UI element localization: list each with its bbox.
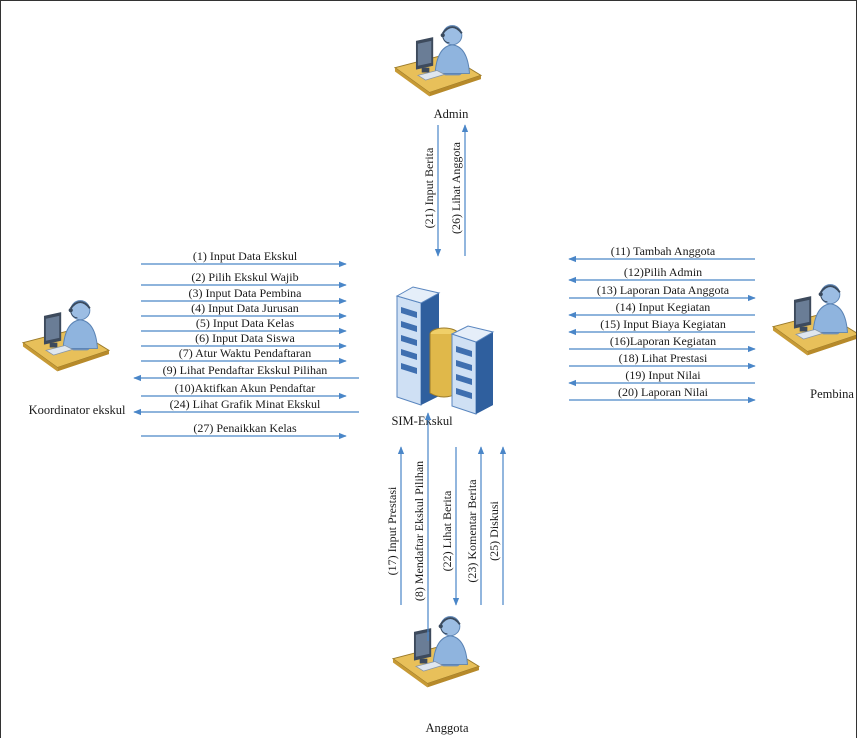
pembina-flow-5: (15) Input Biaya Kegiatan bbox=[568, 317, 755, 336]
system-label: SIM-Ekskul bbox=[391, 414, 453, 428]
pembina-flow-8: (19) Input Nilai bbox=[568, 368, 755, 387]
anggota-flow-label: (17) Input Prestasi bbox=[385, 486, 399, 575]
koordinator-flow-label: (10)Aktifkan Akun Pendaftar bbox=[175, 381, 316, 395]
pembina-flow-6: (16)Laporan Kegiatan bbox=[569, 334, 756, 353]
anggota-flow-label: (23) Komentar Berita bbox=[465, 479, 479, 583]
koordinator-flow-5: (5) Input Data Kelas bbox=[141, 316, 347, 335]
koordinator-flow-label: (27) Penaikkan Kelas bbox=[193, 421, 297, 435]
anggota-flow-label: (8) Mendaftar Ekskul Pilihan bbox=[412, 461, 426, 601]
server-database-icon bbox=[395, 286, 495, 415]
anggota-flow-3: (22) Lihat Berita bbox=[440, 447, 460, 606]
actor-koordinator-label: Koordinator ekskul bbox=[29, 403, 126, 417]
pembina-flow-4: (14) Input Kegiatan bbox=[568, 300, 755, 319]
koordinator-flow-4: (4) Input Data Jurusan bbox=[141, 301, 347, 320]
koordinator-flow-3: (3) Input Data Pembina bbox=[141, 286, 347, 305]
actor-pembina-label: Pembina bbox=[810, 387, 854, 401]
pembina-flow-label: (20) Laporan Nilai bbox=[618, 385, 709, 399]
koordinator-flow-2: (2) Pilih Ekskul Wajib bbox=[141, 270, 347, 289]
pembina-flow-7: (18) Lihat Prestasi bbox=[569, 351, 756, 370]
koordinator-flow-label: (2) Pilih Ekskul Wajib bbox=[191, 270, 298, 284]
admin-workstation-icon bbox=[393, 24, 482, 98]
koordinator-flow-11: (27) Penaikkan Kelas bbox=[141, 421, 347, 440]
koordinator-flow-label: (1) Input Data Ekskul bbox=[193, 249, 298, 263]
pembina-flow-3: (13) Laporan Data Anggota bbox=[569, 283, 756, 302]
actor-anggota-label: Anggota bbox=[425, 721, 469, 735]
koordinator-flow-1: (1) Input Data Ekskul bbox=[141, 249, 347, 268]
koordinator-flow-label: (24) Lihat Grafik Minat Ekskul bbox=[170, 397, 321, 411]
pembina-flow-label: (16)Laporan Kegiatan bbox=[610, 334, 716, 348]
anggota-flow-label: (25) Diskusi bbox=[487, 501, 501, 561]
anggota-flow-5: (25) Diskusi bbox=[487, 446, 507, 605]
koordinator-flow-7: (7) Atur Waktu Pendaftaran bbox=[141, 346, 347, 365]
admin-flow-1: (21) Input Berita bbox=[422, 125, 442, 257]
koordinator-flow-label: (9) Lihat Pendaftar Ekskul Pilihan bbox=[163, 363, 328, 377]
pembina-flow-label: (18) Lihat Prestasi bbox=[619, 351, 708, 365]
pembina-flow-label: (15) Input Biaya Kegiatan bbox=[600, 317, 726, 331]
koordinator-flow-label: (3) Input Data Pembina bbox=[189, 286, 303, 300]
pembina-flow-label: (14) Input Kegiatan bbox=[616, 300, 711, 314]
koordinator-flow-8: (9) Lihat Pendaftar Ekskul Pilihan bbox=[133, 363, 359, 382]
pembina-flow-label: (13) Laporan Data Anggota bbox=[597, 283, 730, 297]
koordinator-flow-10: (24) Lihat Grafik Minat Ekskul bbox=[133, 397, 359, 416]
koordinator-flow-6: (6) Input Data Siswa bbox=[141, 331, 347, 350]
koordinator-flow-label: (5) Input Data Kelas bbox=[196, 316, 295, 330]
pembina-flow-label: (11) Tambah Anggota bbox=[611, 244, 716, 258]
koordinator-flow-9: (10)Aktifkan Akun Pendaftar bbox=[141, 381, 347, 400]
admin-flow-2: (26) Lihat Anggota bbox=[449, 124, 469, 256]
anggota-workstation-icon bbox=[391, 615, 480, 689]
admin-flow-label: (26) Lihat Anggota bbox=[449, 141, 463, 234]
admin-flow-label: (21) Input Berita bbox=[422, 147, 436, 228]
pembina-flow-9: (20) Laporan Nilai bbox=[569, 385, 756, 404]
pembina-flow-2: (12)Pilih Admin bbox=[568, 265, 755, 284]
pembina-flow-label: (12)Pilih Admin bbox=[624, 265, 702, 279]
koordinator-flow-label: (6) Input Data Siswa bbox=[195, 331, 295, 345]
koordinator-workstation-icon bbox=[21, 299, 110, 373]
anggota-flow-label: (22) Lihat Berita bbox=[440, 490, 454, 571]
koordinator-flow-label: (4) Input Data Jurusan bbox=[191, 301, 299, 315]
anggota-flow-2: (8) Mendaftar Ekskul Pilihan bbox=[412, 412, 432, 641]
actor-admin-label: Admin bbox=[434, 107, 469, 121]
anggota-flow-1: (17) Input Prestasi bbox=[385, 446, 405, 605]
anggota-flow-4: (23) Komentar Berita bbox=[465, 446, 485, 605]
koordinator-flow-label: (7) Atur Waktu Pendaftaran bbox=[179, 346, 311, 360]
pembina-flow-label: (19) Input Nilai bbox=[625, 368, 701, 382]
pembina-workstation-icon bbox=[771, 283, 856, 357]
pembina-flow-1: (11) Tambah Anggota bbox=[568, 244, 755, 263]
